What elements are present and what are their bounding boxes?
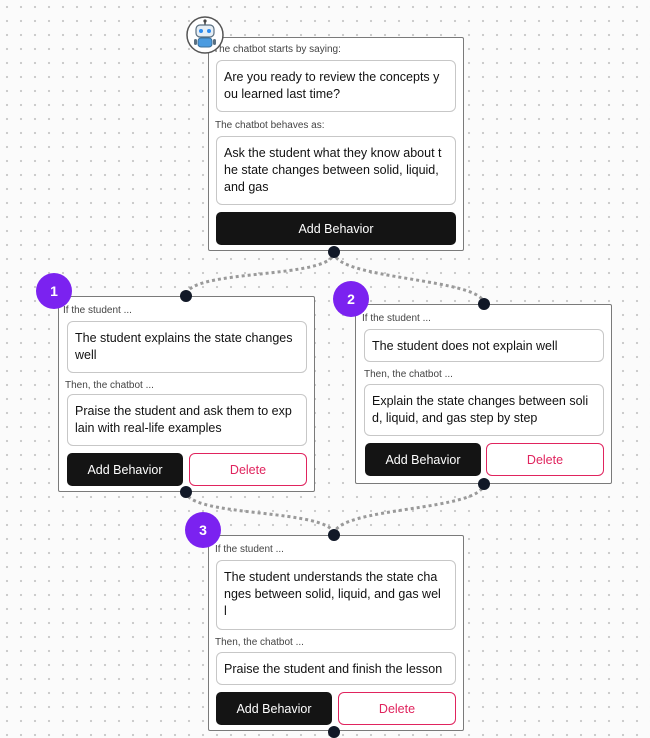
- branch-1-input-handle[interactable]: [180, 290, 192, 302]
- add-behavior-button[interactable]: Add Behavior: [216, 692, 332, 725]
- then-action-field[interactable]: Praise the student and ask them to exp l…: [67, 394, 307, 446]
- if-label: If the student ...: [215, 544, 284, 555]
- add-behavior-button[interactable]: Add Behavior: [365, 443, 481, 476]
- delete-button[interactable]: Delete: [189, 453, 307, 486]
- then-label: Then, the chatbot ...: [364, 369, 453, 380]
- connector-root-to-1: [184, 251, 336, 297]
- branch-badge-3: 3: [185, 512, 221, 548]
- then-label: Then, the chatbot ...: [65, 380, 154, 391]
- branch-card-2: If the student ... The student does not …: [355, 304, 612, 484]
- connector-1-to-3: [184, 490, 336, 536]
- robot-icon: [186, 16, 224, 54]
- delete-button[interactable]: Delete: [486, 443, 604, 476]
- behaves-label: The chatbot behaves as:: [215, 120, 325, 131]
- branch-badge-2: 2: [333, 281, 369, 317]
- connector-2-to-3: [332, 482, 486, 536]
- branch-3-output-handle[interactable]: [328, 726, 340, 738]
- add-behavior-button[interactable]: Add Behavior: [67, 453, 183, 486]
- root-output-handle[interactable]: [328, 246, 340, 258]
- if-condition-field[interactable]: The student does not explain well: [364, 329, 604, 362]
- branch-1-output-handle[interactable]: [180, 486, 192, 498]
- add-behavior-button[interactable]: Add Behavior: [216, 212, 456, 245]
- branch-3-input-handle[interactable]: [328, 529, 340, 541]
- root-behavior-card: The chatbot starts by saying: Are you re…: [208, 37, 464, 251]
- branch-2-output-handle[interactable]: [478, 478, 490, 490]
- starts-text-field[interactable]: Are you ready to review the concepts y o…: [216, 60, 456, 112]
- starts-label: The chatbot starts by saying:: [213, 44, 341, 55]
- behaves-text-field[interactable]: Ask the student what they know about t h…: [216, 136, 456, 205]
- then-label: Then, the chatbot ...: [215, 637, 304, 648]
- then-action-field[interactable]: Explain the state changes between soli d…: [364, 384, 604, 436]
- branch-card-3: If the student ... The student understan…: [208, 535, 464, 731]
- branch-card-1: If the student ... The student explains …: [58, 296, 315, 492]
- then-action-field[interactable]: Praise the student and finish the lesson: [216, 652, 456, 685]
- delete-button[interactable]: Delete: [338, 692, 456, 725]
- branch-2-input-handle[interactable]: [478, 298, 490, 310]
- if-condition-field[interactable]: The student explains the state changes w…: [67, 321, 307, 373]
- if-label: If the student ...: [362, 313, 431, 324]
- if-condition-field[interactable]: The student understands the state cha ng…: [216, 560, 456, 630]
- branch-badge-1: 1: [36, 273, 72, 309]
- if-label: If the student ...: [63, 305, 132, 316]
